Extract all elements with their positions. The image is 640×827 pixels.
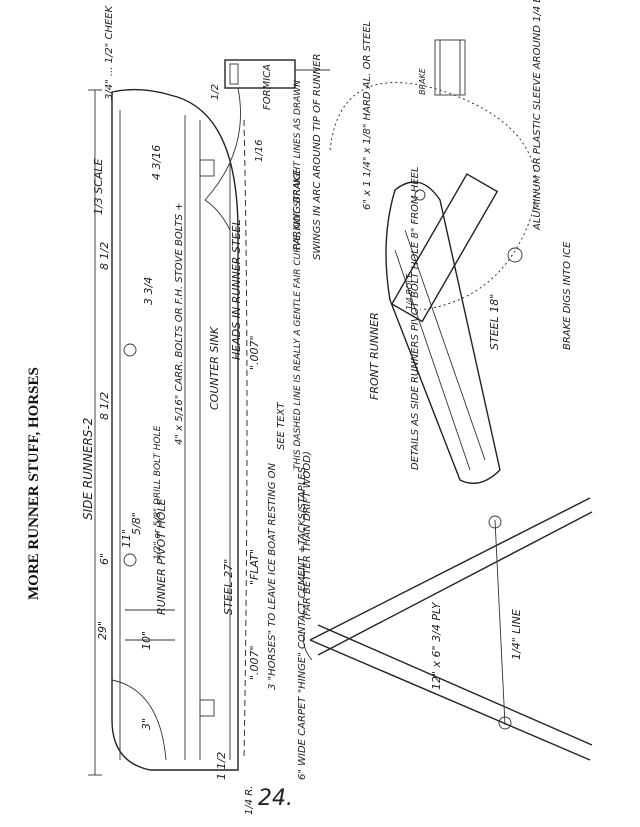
brake-title: PARKING BRAKE — [292, 169, 303, 250]
length-10: 10" — [140, 631, 153, 650]
brake-sleeve: ALUMINUM OR PLASTIC SLEEVE AROUND 1/4 BO… — [532, 0, 543, 231]
length-6: 6" — [98, 553, 111, 565]
height-3-3-4: 3 3/4 — [142, 277, 155, 305]
formica-detail — [204, 59, 330, 231]
horse-drawing — [303, 497, 593, 761]
scale-label: 1/3 SCALE — [92, 158, 105, 215]
dashed-line-note: THIS DASHED LINE IS REALLY A GENTLE FAIR… — [293, 80, 303, 470]
flat-label: "FLAT" — [248, 549, 261, 585]
side-runners-title: SIDE RUNNERS-2 — [81, 418, 95, 520]
page-number: 24. — [258, 786, 293, 811]
height-3: 3" — [140, 718, 153, 730]
length-8-5-b: 8 1/2 — [98, 242, 111, 270]
brake-bolt: 1/4 BOLT — [405, 273, 414, 310]
runner-pivot-label: RUNNER PIVOT HOLE — [155, 498, 168, 615]
depth-label: 3/4" ... 1/2" CHEEK — [104, 4, 115, 100]
front-runner-drawing — [385, 181, 501, 484]
heads-label: HEADS IN RUNNER STEEL — [230, 219, 243, 360]
brake-drawing — [329, 39, 537, 323]
horse-line-label: 1/4" LINE — [510, 609, 523, 660]
bolt-hole-label: 1/2" or 5/8" DRILL BOLT HOLE — [153, 425, 163, 560]
side-runner-drawing — [88, 88, 248, 776]
see-text-note: SEE TEXT — [276, 402, 287, 450]
formica-side: 1/2 — [210, 84, 221, 100]
length-total: 29" — [96, 621, 109, 640]
horse-ply-label: 12" x 6" 3/4 PLY — [430, 601, 443, 690]
brake-swings: SWINGS IN ARC AROUND TIP OF RUNNER — [312, 54, 323, 260]
dot-right-label: ".007" — [248, 335, 261, 370]
height-4-3-16: 4 3/16 — [150, 145, 163, 180]
far-better-note: (FAR BETTER THAN DRIFT WOOD) — [302, 451, 313, 620]
steel-27-label: STEEL 27" — [222, 559, 235, 615]
brake-small-label: BRAKE — [418, 67, 427, 95]
steel-18-label: STEEL 18" — [488, 294, 501, 350]
dot-left-label: ".007" — [248, 645, 261, 680]
horse-hinge-label: 6" WIDE CARPET "HINGE" CONTACT CEMENT +T… — [297, 466, 308, 780]
dim-1-4-r: 1/4 R. — [244, 786, 255, 815]
mark-11: 11" — [120, 529, 133, 548]
horses-note: 3 "HORSES" TO LEAVE ICE BOAT RESTING ON — [267, 462, 278, 690]
formica-thickness: 1/16 — [254, 140, 265, 162]
front-runner-title: FRONT RUNNER — [368, 312, 381, 400]
formica-label: FORMICA — [262, 64, 273, 110]
brake-size: 6" x 1 1/4" x 1/8" HARD AL. OR STEEL — [362, 21, 373, 210]
bolts-label: 4" x 5/16" CARR. BOLTS OR F.H. STOVE BOL… — [174, 202, 185, 445]
mark-5-8: 5/8" — [130, 512, 143, 535]
counter-sink-label: COUNTER SINK — [208, 326, 221, 410]
brake-digs: BRAKE DIGS INTO ICE — [562, 241, 573, 350]
dim-1-1-2: 1 1/2 — [215, 752, 228, 780]
length-8-5-a: 8 1/2 — [98, 392, 111, 420]
page-title: MORE RUNNER STUFF, HORSES — [26, 367, 42, 600]
